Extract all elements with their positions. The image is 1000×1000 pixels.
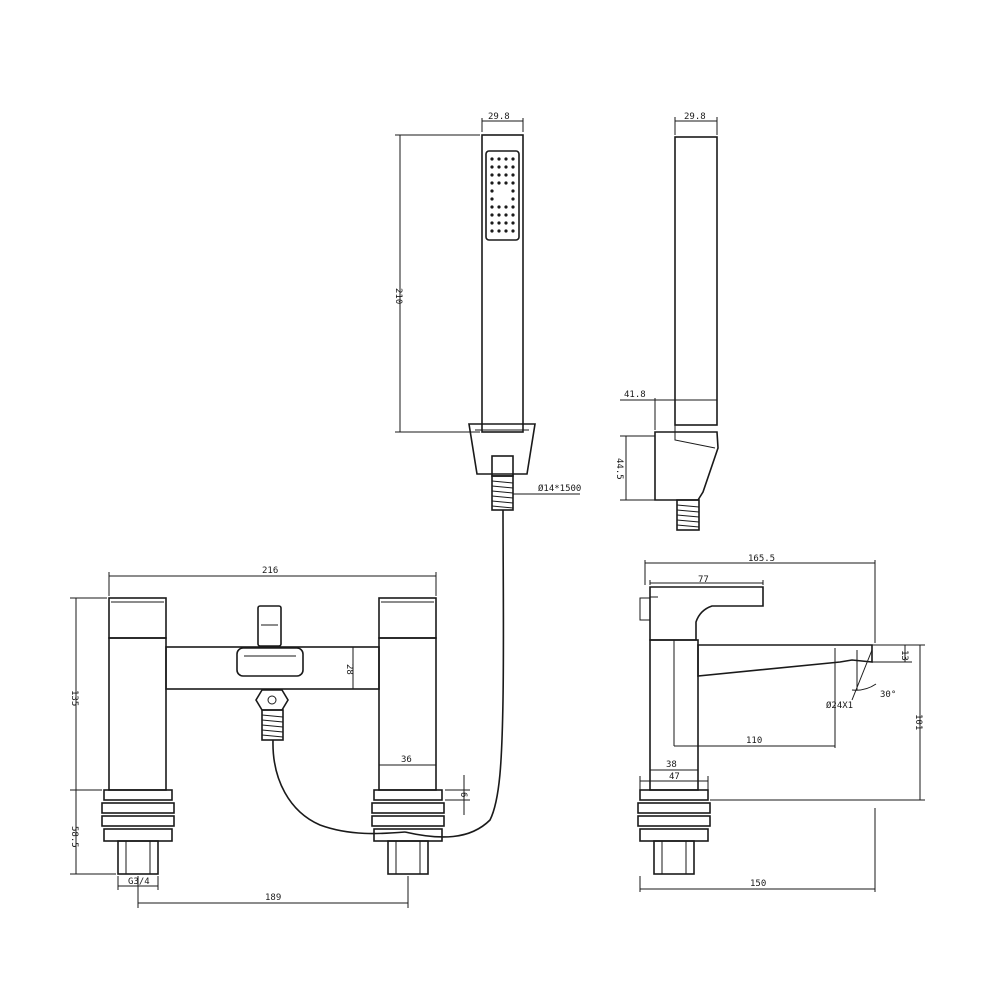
dim-spout-height: 101 — [913, 714, 923, 730]
spray-nozzle — [497, 213, 501, 217]
dim-leg-width: 36 — [401, 755, 412, 765]
spray-nozzle — [490, 181, 494, 185]
spray-nozzle — [490, 229, 494, 233]
spray-nozzle — [490, 205, 494, 209]
spray-nozzle — [497, 205, 501, 209]
spray-nozzle — [504, 181, 508, 185]
dim-side-leg-inner: 38 — [666, 760, 677, 770]
spray-nozzle — [504, 213, 508, 217]
spray-nozzle — [497, 165, 501, 169]
spray-nozzle — [504, 221, 508, 225]
hand-shower-front-view: 29.8 210 Ø14*1500 — [393, 112, 581, 838]
spray-nozzle — [511, 213, 515, 217]
spray-nozzle — [504, 205, 508, 209]
dim-spout-outlet: Ø24X1 — [826, 700, 853, 711]
bath-mixer-front-view: 216 135 28 36 6 58.5 G3/4 189 — [69, 566, 470, 908]
spray-nozzle — [490, 173, 494, 177]
dim-lever-length: 77 — [698, 575, 709, 585]
dim-overall-width: 216 — [262, 566, 278, 576]
dim-spout-reach: 110 — [746, 736, 762, 746]
dim-gap: 6 — [458, 792, 468, 797]
dim-holder-depth: 41.8 — [624, 390, 646, 400]
spray-nozzle — [511, 221, 515, 225]
bath-mixer-side-view: 165.5 77 13 30° Ø24X1 110 101 38 47 150 — [637, 554, 925, 892]
spray-nozzle — [511, 181, 515, 185]
spray-nozzle — [504, 157, 508, 161]
spray-nozzle — [497, 181, 501, 185]
dim-spout-angle: 30° — [880, 690, 896, 700]
spray-nozzle — [490, 189, 494, 193]
dim-tail-length: 58.5 — [69, 826, 79, 848]
spray-nozzle — [504, 165, 508, 169]
spray-nozzle — [511, 205, 515, 209]
spray-nozzle-grid — [490, 157, 515, 233]
spray-nozzle — [490, 197, 494, 201]
spray-nozzle — [511, 189, 515, 193]
spray-nozzle — [490, 157, 494, 161]
dim-spout-tip: 13 — [899, 650, 909, 661]
hose-thread — [491, 480, 514, 509]
flexible-hose — [404, 509, 505, 838]
spray-nozzle — [497, 229, 501, 233]
hand-shower-side-view: 29.8 41.8 44.5 — [614, 112, 719, 531]
dim-side-base: 150 — [750, 879, 766, 889]
dim-head-height: 210 — [393, 288, 403, 304]
dim-hose-spec: Ø14*1500 — [538, 483, 581, 494]
dim-side-depth: 165.5 — [748, 554, 775, 564]
spray-nozzle — [511, 157, 515, 161]
dim-thread: G3/4 — [128, 877, 150, 887]
spray-nozzle — [490, 213, 494, 217]
dim-head-width: 29.8 — [488, 112, 510, 122]
dim-overall-height: 135 — [69, 690, 79, 706]
spray-nozzle — [497, 221, 501, 225]
dim-side-leg-outer: 47 — [669, 772, 680, 782]
dim-body-height: 28 — [344, 664, 354, 675]
spray-nozzle — [511, 165, 515, 169]
spray-nozzle — [511, 229, 515, 233]
dim-side-head-width: 29.8 — [684, 112, 706, 122]
spray-nozzle — [490, 165, 494, 169]
dim-holder-height: 44.5 — [614, 458, 624, 480]
spray-nozzle — [490, 221, 494, 225]
spray-nozzle — [511, 173, 515, 177]
spray-nozzle — [504, 229, 508, 233]
spray-nozzle — [504, 173, 508, 177]
spray-nozzle — [497, 157, 501, 161]
dim-centres: 189 — [265, 893, 281, 903]
spray-nozzle — [497, 173, 501, 177]
spray-nozzle — [511, 197, 515, 201]
